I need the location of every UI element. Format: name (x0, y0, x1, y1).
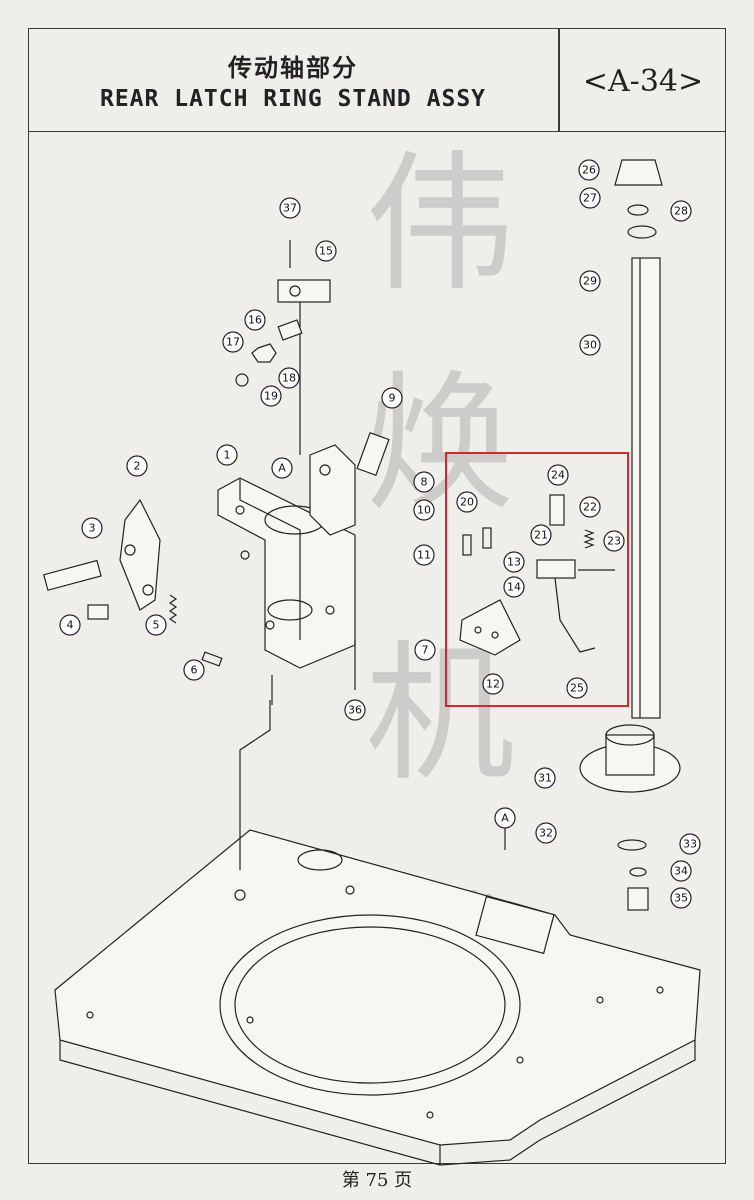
svg-text:22: 22 (583, 501, 597, 514)
callout-1: 1 (216, 444, 238, 466)
svg-text:20: 20 (460, 496, 474, 509)
callout-19: 19 (260, 385, 282, 407)
svg-text:29: 29 (583, 275, 597, 288)
header-divider (558, 28, 560, 132)
callout-28: 28 (670, 200, 692, 222)
callout-2: 2 (126, 455, 148, 477)
svg-text:6: 6 (191, 664, 198, 677)
callout-30: 30 (579, 334, 601, 356)
callout-18: 18 (278, 367, 300, 389)
callout-4: 4 (59, 614, 81, 636)
callout-17: 17 (222, 331, 244, 353)
base-plate (54, 700, 701, 1166)
svg-text:7: 7 (422, 644, 429, 657)
callout-35: 35 (670, 887, 692, 909)
callout-3: 3 (81, 517, 103, 539)
title-chinese: 传动轴部分 (228, 54, 358, 82)
callout-25: 25 (566, 677, 588, 699)
svg-text:8: 8 (421, 476, 428, 489)
page-frame (28, 28, 726, 1164)
svg-text:36: 36 (348, 704, 362, 717)
svg-text:A: A (278, 462, 286, 475)
svg-text:14: 14 (507, 581, 521, 594)
svg-text:33: 33 (683, 838, 697, 851)
callout-13: 13 (503, 551, 525, 573)
callout-14: 14 (503, 576, 525, 598)
svg-text:19: 19 (264, 390, 278, 403)
callout-20: 20 (456, 491, 478, 513)
highlight-box (445, 452, 629, 707)
callout-23: 23 (603, 530, 625, 552)
diagram-code: <A-34> (582, 64, 704, 99)
callout-29: 29 (579, 270, 601, 292)
svg-text:18: 18 (282, 372, 296, 385)
svg-text:2: 2 (134, 460, 141, 473)
svg-text:5: 5 (153, 619, 160, 632)
shaft-assembly (579, 159, 681, 911)
svg-text:24: 24 (551, 469, 565, 482)
callout-a-top: A (271, 457, 293, 479)
top-left-parts (235, 240, 390, 477)
page-number: 第 75 页 (341, 1170, 413, 1191)
svg-text:11: 11 (417, 549, 431, 562)
svg-text:26: 26 (582, 164, 596, 177)
svg-text:4: 4 (67, 619, 74, 632)
svg-text:13: 13 (507, 556, 521, 569)
callout-a-bottom: A (494, 807, 516, 829)
svg-text:15: 15 (319, 245, 333, 258)
latch-parts (459, 494, 615, 656)
svg-text:1: 1 (224, 449, 231, 462)
svg-text:28: 28 (674, 205, 688, 218)
stand-assembly (217, 300, 356, 705)
svg-text:34: 34 (674, 865, 688, 878)
svg-text:23: 23 (607, 535, 621, 548)
svg-text:27: 27 (583, 192, 597, 205)
callout-12: 12 (482, 673, 504, 695)
svg-text:16: 16 (248, 314, 262, 327)
left-parts (43, 498, 223, 667)
svg-text:32: 32 (539, 827, 553, 840)
svg-text:37: 37 (283, 202, 297, 215)
callout-9: 9 (381, 387, 403, 409)
callout-36: 36 (344, 699, 366, 721)
callout-10: 10 (413, 499, 435, 521)
header: 传动轴部分 REAR LATCH RING STAND ASSY <A-34> (28, 28, 726, 132)
callout-27: 27 (579, 187, 601, 209)
title-english: REAR LATCH RING STAND ASSY (99, 86, 487, 112)
callout-34: 34 (670, 860, 692, 882)
svg-text:A: A (501, 812, 509, 825)
callout-21: 21 (530, 524, 552, 546)
callout-15: 15 (315, 240, 337, 262)
callout-22: 22 (579, 496, 601, 518)
svg-text:25: 25 (570, 682, 584, 695)
callout-5: 5 (145, 614, 167, 636)
callout-37: 37 (279, 197, 301, 219)
callout-11: 11 (413, 544, 435, 566)
svg-text:30: 30 (583, 339, 597, 352)
callout-31: 31 (534, 767, 556, 789)
callout-8: 8 (413, 471, 435, 493)
svg-text:9: 9 (389, 392, 396, 405)
svg-text:35: 35 (674, 892, 688, 905)
part-callouts: 1 2 3 4 5 6 7 8 9 10 11 12 13 14 15 16 1… (59, 159, 701, 909)
watermark-char-1: 伟 (364, 138, 515, 312)
callout-33: 33 (679, 833, 701, 855)
svg-text:10: 10 (417, 504, 431, 517)
watermark-char-3: 机 (364, 628, 515, 802)
callout-7: 7 (414, 639, 436, 661)
callout-16: 16 (244, 309, 266, 331)
svg-text:17: 17 (226, 336, 240, 349)
svg-text:12: 12 (486, 678, 500, 691)
callout-32: 32 (535, 822, 557, 844)
callout-6: 6 (183, 659, 205, 681)
callout-24: 24 (547, 464, 569, 486)
svg-text:3: 3 (89, 522, 96, 535)
svg-text:31: 31 (538, 772, 552, 785)
svg-text:21: 21 (534, 529, 548, 542)
callout-26: 26 (578, 159, 600, 181)
